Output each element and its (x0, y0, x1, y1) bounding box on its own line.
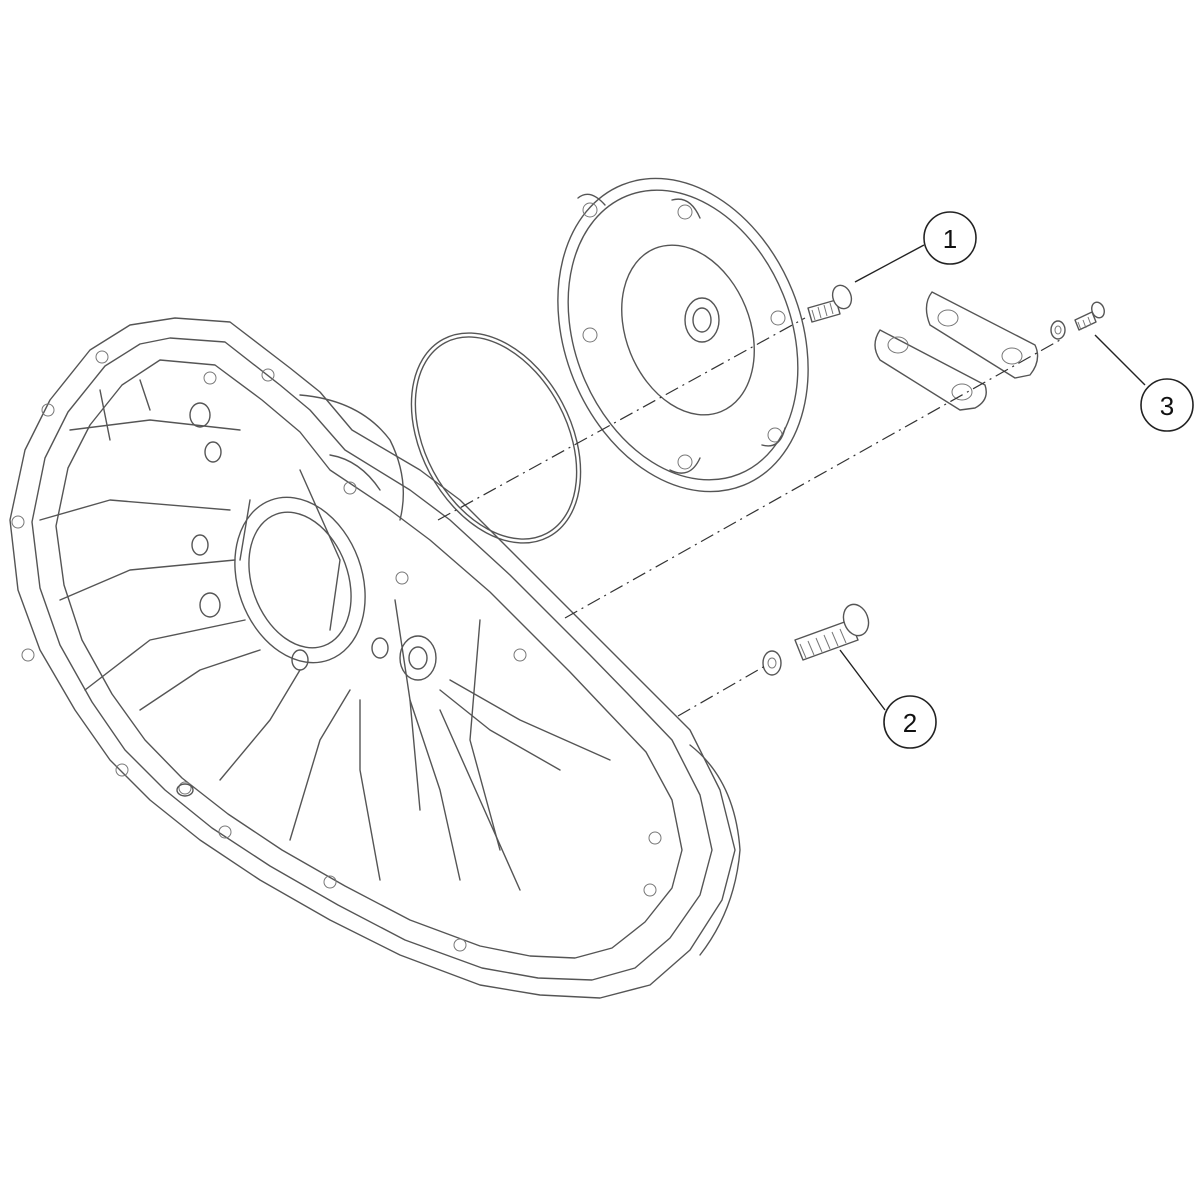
callout-2-number: 2 (903, 708, 917, 738)
washer-and-screw-3 (1050, 301, 1105, 340)
o-ring (410, 332, 582, 544)
mounting-plates (874, 291, 1039, 411)
leader-lines (839, 244, 1146, 711)
callout-2: 2 (883, 695, 937, 749)
inspection-cover (557, 177, 809, 493)
primary-cover-housing (9, 317, 741, 999)
callout-3-number: 3 (1160, 391, 1174, 421)
flange-holes (11, 350, 662, 952)
center-lines (437, 317, 1061, 717)
washer-and-bolt-2 (762, 603, 870, 676)
callout-3: 3 (1140, 378, 1194, 432)
callout-1-number: 1 (943, 224, 957, 254)
screw-1 (807, 284, 853, 323)
callout-1: 1 (923, 211, 977, 265)
